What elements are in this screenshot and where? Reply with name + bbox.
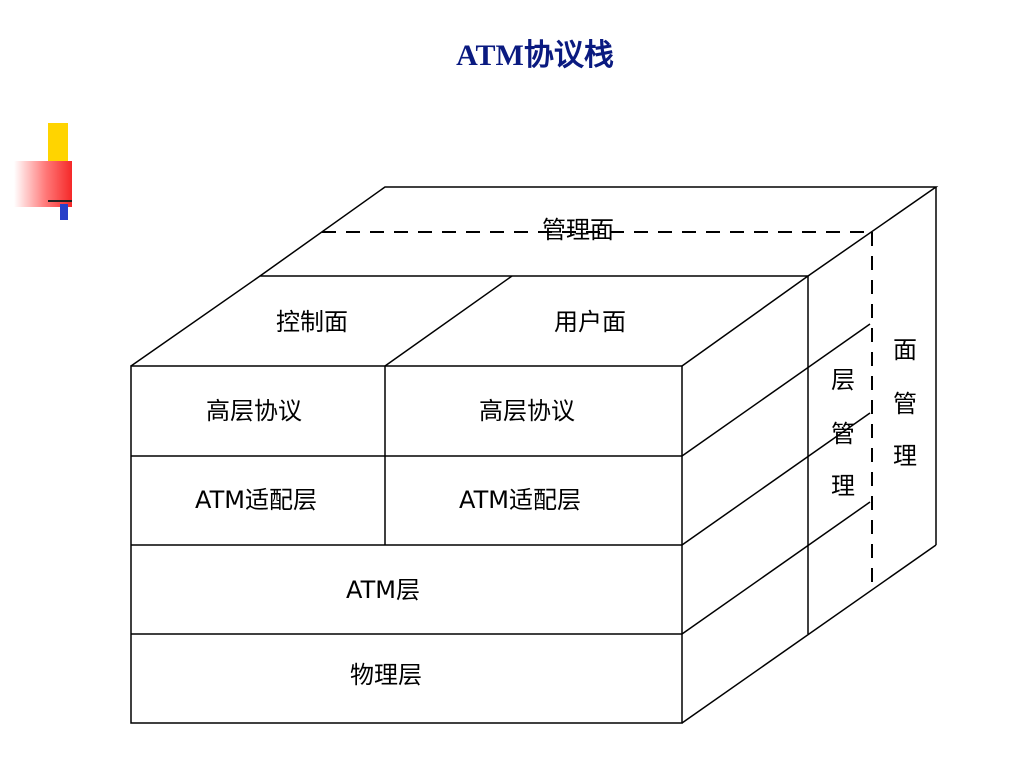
- label-aal-user: ATM适配层: [459, 486, 581, 514]
- label-higher-protocol-user: 高层协议: [479, 397, 575, 425]
- label-aal-control: ATM适配层: [195, 486, 317, 514]
- label-atm-layer: ATM层: [346, 576, 420, 604]
- label-management-plane: 管理面: [542, 216, 614, 244]
- top-face-front-block: [130, 275, 811, 367]
- label-control-plane: 控制面: [276, 308, 348, 336]
- side-divider-3: [681, 501, 871, 635]
- decor-yellow-bar: [48, 123, 68, 163]
- decor-black-line: [48, 200, 72, 202]
- side-divider-2: [681, 412, 871, 546]
- label-plane-management-char-1: 面: [893, 336, 917, 364]
- bottom-right-edge: [681, 544, 937, 724]
- label-layer-management-char-1: 层: [831, 366, 855, 394]
- label-plane-management-char-2: 管: [893, 390, 917, 418]
- label-user-plane: 用户面: [554, 308, 626, 336]
- decor-red-gradient-block: [14, 161, 72, 207]
- label-layer-management-char-3: 理: [831, 472, 855, 500]
- side-divider-1: [681, 323, 871, 457]
- top-face-divider: [384, 275, 513, 367]
- label-plane-management-char-3: 理: [893, 442, 917, 470]
- decor-blue-block: [60, 204, 68, 220]
- label-physical-layer: 物理层: [350, 661, 422, 689]
- label-higher-protocol-control: 高层协议: [206, 397, 302, 425]
- label-layer-management-char-2: 管: [831, 420, 855, 448]
- slide-title: ATM协议栈: [456, 39, 614, 72]
